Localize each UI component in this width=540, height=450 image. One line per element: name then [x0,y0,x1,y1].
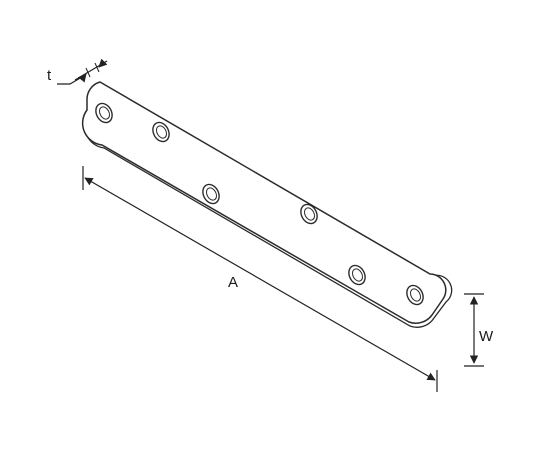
width-label: W [479,328,494,345]
length-dimension: A [82,166,438,392]
plate-top-face [81,81,447,324]
thickness-dimension: t [47,58,108,85]
width-dimension: W [464,293,494,367]
length-label: A [228,274,238,291]
hole-2 [152,121,170,143]
thickness-label: t [47,67,52,84]
hole-1 [95,102,113,124]
